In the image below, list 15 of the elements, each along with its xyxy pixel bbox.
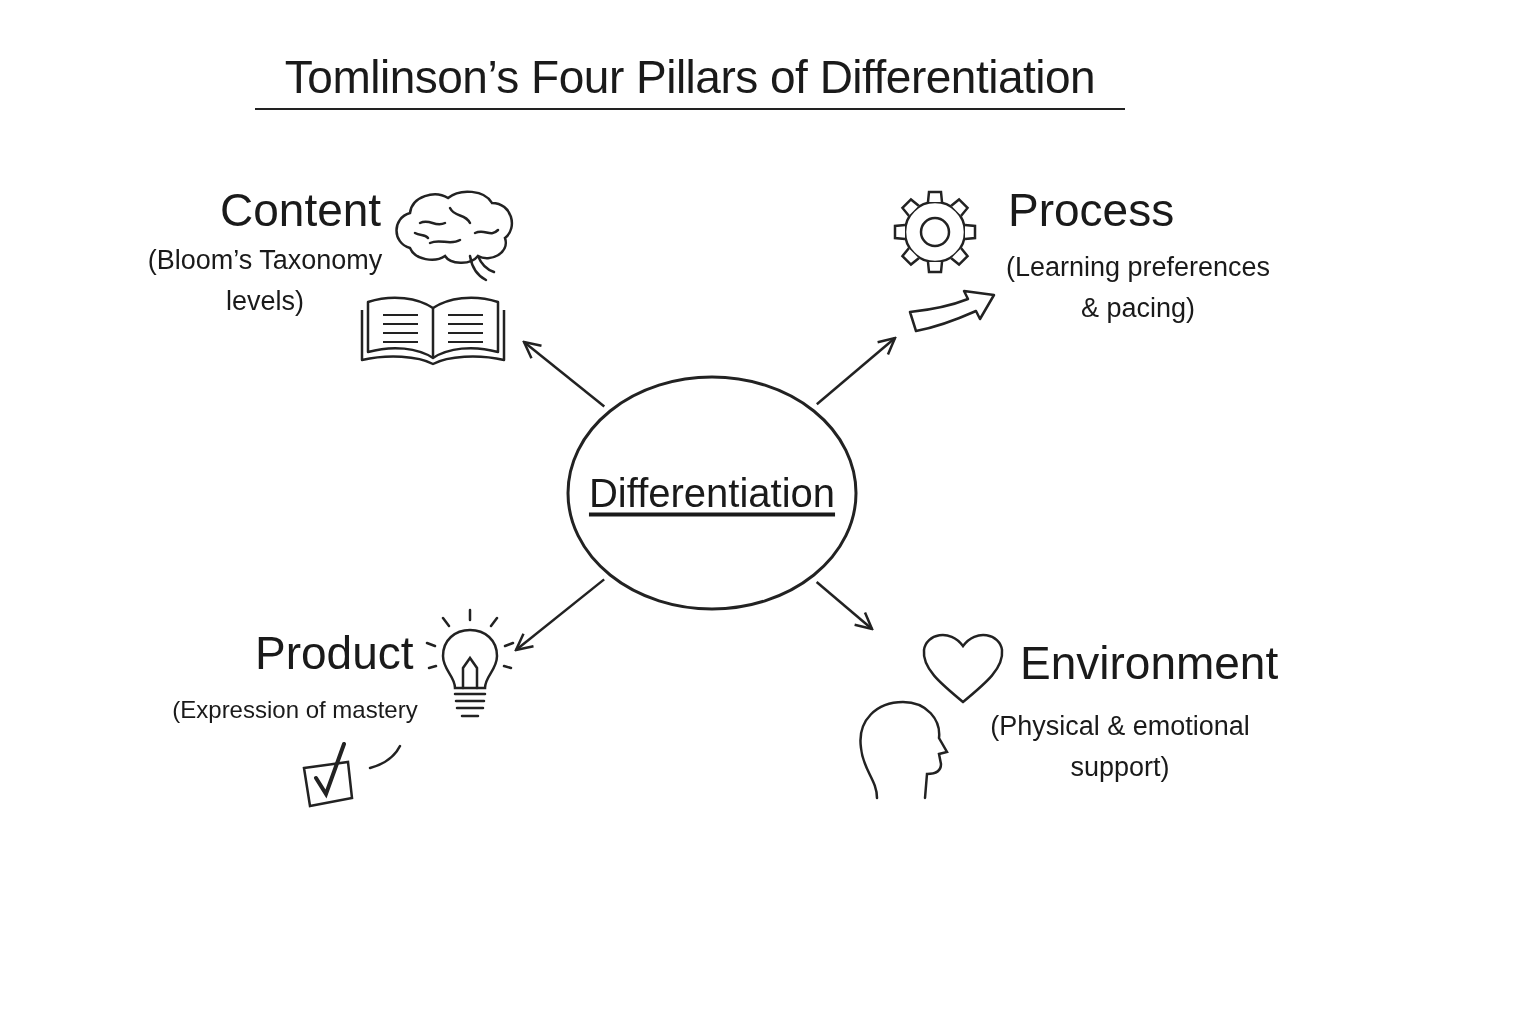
title: Tomlinson’s Four Pillars of Differentiation [255,50,1125,110]
arrow [816,336,897,406]
pillar-description: (Physical & emotional support) [989,710,1251,784]
arrow [514,578,605,652]
pillar-description: (Learning preferences & pacing) [1004,251,1272,325]
arrow [815,581,874,631]
center-ellipse [566,375,858,611]
arrow [522,340,606,408]
center-label: Differentiation [588,470,836,516]
pillar-heading: Environment [1020,638,1279,689]
pillar-heading: Process [1008,185,1175,236]
pillar-description: (Expression of mastery [171,695,419,725]
pillar-heading: Content [220,185,382,236]
pillar-heading: Product [255,628,414,679]
pillar-description: (Bloom’s Taxonomy levels) [146,244,384,318]
